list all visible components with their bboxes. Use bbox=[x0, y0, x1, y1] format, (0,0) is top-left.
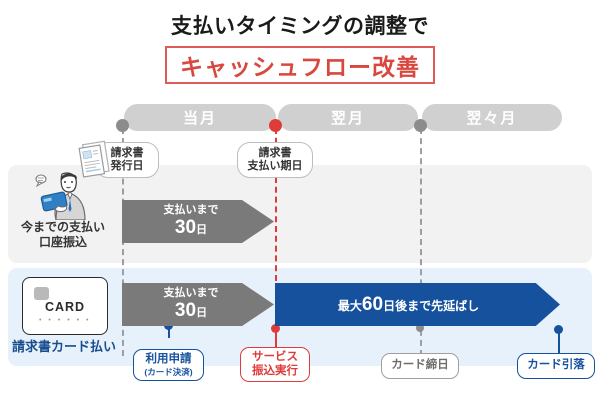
callout-line-2: 発行日 bbox=[110, 160, 144, 172]
callout-invoice-due: 請求書 支払い期日 bbox=[237, 142, 313, 178]
arrow-shape bbox=[122, 283, 274, 326]
row-band-current-payment bbox=[8, 165, 592, 263]
bottom-label-service-transfer: サービス 振込実行 bbox=[240, 347, 310, 382]
businessman-with-card-illustration bbox=[28, 168, 100, 221]
row-label-line-2: 口座振込 bbox=[38, 235, 87, 249]
arrow-defer-up-to-60-days: 最大60日後まで先延ばし bbox=[275, 283, 560, 326]
callout-line-2: 支払い期日 bbox=[247, 160, 303, 172]
arrow-number: 30 bbox=[174, 299, 197, 321]
bottom-label-line-1: 利用申請 bbox=[145, 353, 192, 366]
node-dot-card-closing-lower bbox=[416, 324, 424, 332]
arrow-unit: 日 bbox=[196, 223, 208, 236]
row-label-line-1: 請求書カード払い bbox=[11, 339, 116, 354]
bottom-label-line-2: (カード決済) bbox=[144, 366, 193, 377]
arrow-number: 30 bbox=[174, 216, 197, 238]
month-label: 翌々月 bbox=[466, 110, 518, 127]
arrow-shape bbox=[122, 200, 274, 243]
callout-line-1: 請求書 bbox=[110, 146, 144, 159]
bottom-label-line-1: カード引落 bbox=[527, 359, 585, 372]
arrow-suffix: 日後まで先延ばし bbox=[383, 298, 480, 313]
bottom-label-line-1: カード締日 bbox=[391, 359, 449, 372]
arrow-pay-within-30-days-card: 支払いまで 30日 bbox=[122, 283, 274, 326]
arrow-unit: 日 bbox=[196, 306, 208, 319]
guide-line-service-transfer bbox=[275, 328, 277, 350]
node-dot-invoice-issue bbox=[116, 119, 129, 132]
node-dot-service-transfer bbox=[271, 324, 280, 333]
row-label-current-payment: 今までの支払い 口座振込 bbox=[8, 220, 118, 250]
arrow-prefix: 支払いまで bbox=[163, 287, 219, 300]
arrow-prefix: 支払いまで bbox=[163, 204, 219, 217]
arrow-number: 60 bbox=[361, 293, 384, 315]
invoice-document-icon bbox=[77, 139, 112, 179]
bottom-label-card-closing: カード締日 bbox=[381, 353, 459, 379]
guide-line-card-debit bbox=[558, 330, 560, 358]
card-label: CARD bbox=[44, 300, 86, 314]
card-chip-icon bbox=[34, 287, 49, 300]
callout-line-1: 請求書 bbox=[258, 146, 292, 159]
month-label: 翌月 bbox=[330, 110, 365, 127]
title-highlight-text: キャッシュフロー改善 bbox=[180, 54, 420, 80]
arrow-pay-within-30-days-current: 支払いまで 30日 bbox=[122, 200, 274, 243]
card-number-dots: • • • • • • bbox=[39, 317, 91, 324]
arrow-shape bbox=[275, 283, 560, 326]
guide-line-card-closing bbox=[420, 128, 422, 356]
guide-line-invoice-due bbox=[275, 128, 277, 330]
row-label-line-1: 今までの支払い bbox=[20, 220, 105, 234]
node-dot-invoice-due bbox=[269, 119, 282, 132]
bottom-label-card-debit: カード引落 bbox=[517, 353, 595, 379]
bottom-label-usage-application: 利用申請 (カード決済) bbox=[133, 349, 204, 381]
node-dot-card-debit bbox=[554, 325, 563, 334]
month-pill-next: 翌月 bbox=[278, 104, 418, 131]
month-pill-current: 当月 bbox=[124, 104, 276, 131]
credit-card-graphic: CARD • • • • • • bbox=[22, 277, 108, 335]
page-title: 支払いタイミングの調整で bbox=[171, 15, 429, 38]
row-label-card-payment: 請求書カード払い bbox=[8, 339, 120, 355]
bottom-label-line-2: 振込実行 bbox=[252, 364, 298, 377]
bottom-label-line-1: サービス bbox=[252, 350, 298, 363]
month-pill-month-after-next: 翌々月 bbox=[422, 104, 562, 131]
title-highlight-box: キャッシュフロー改善 bbox=[165, 46, 435, 84]
arrow-prefix: 最大 bbox=[337, 298, 362, 313]
node-dot-card-closing bbox=[414, 119, 427, 132]
month-label: 当月 bbox=[182, 110, 217, 127]
